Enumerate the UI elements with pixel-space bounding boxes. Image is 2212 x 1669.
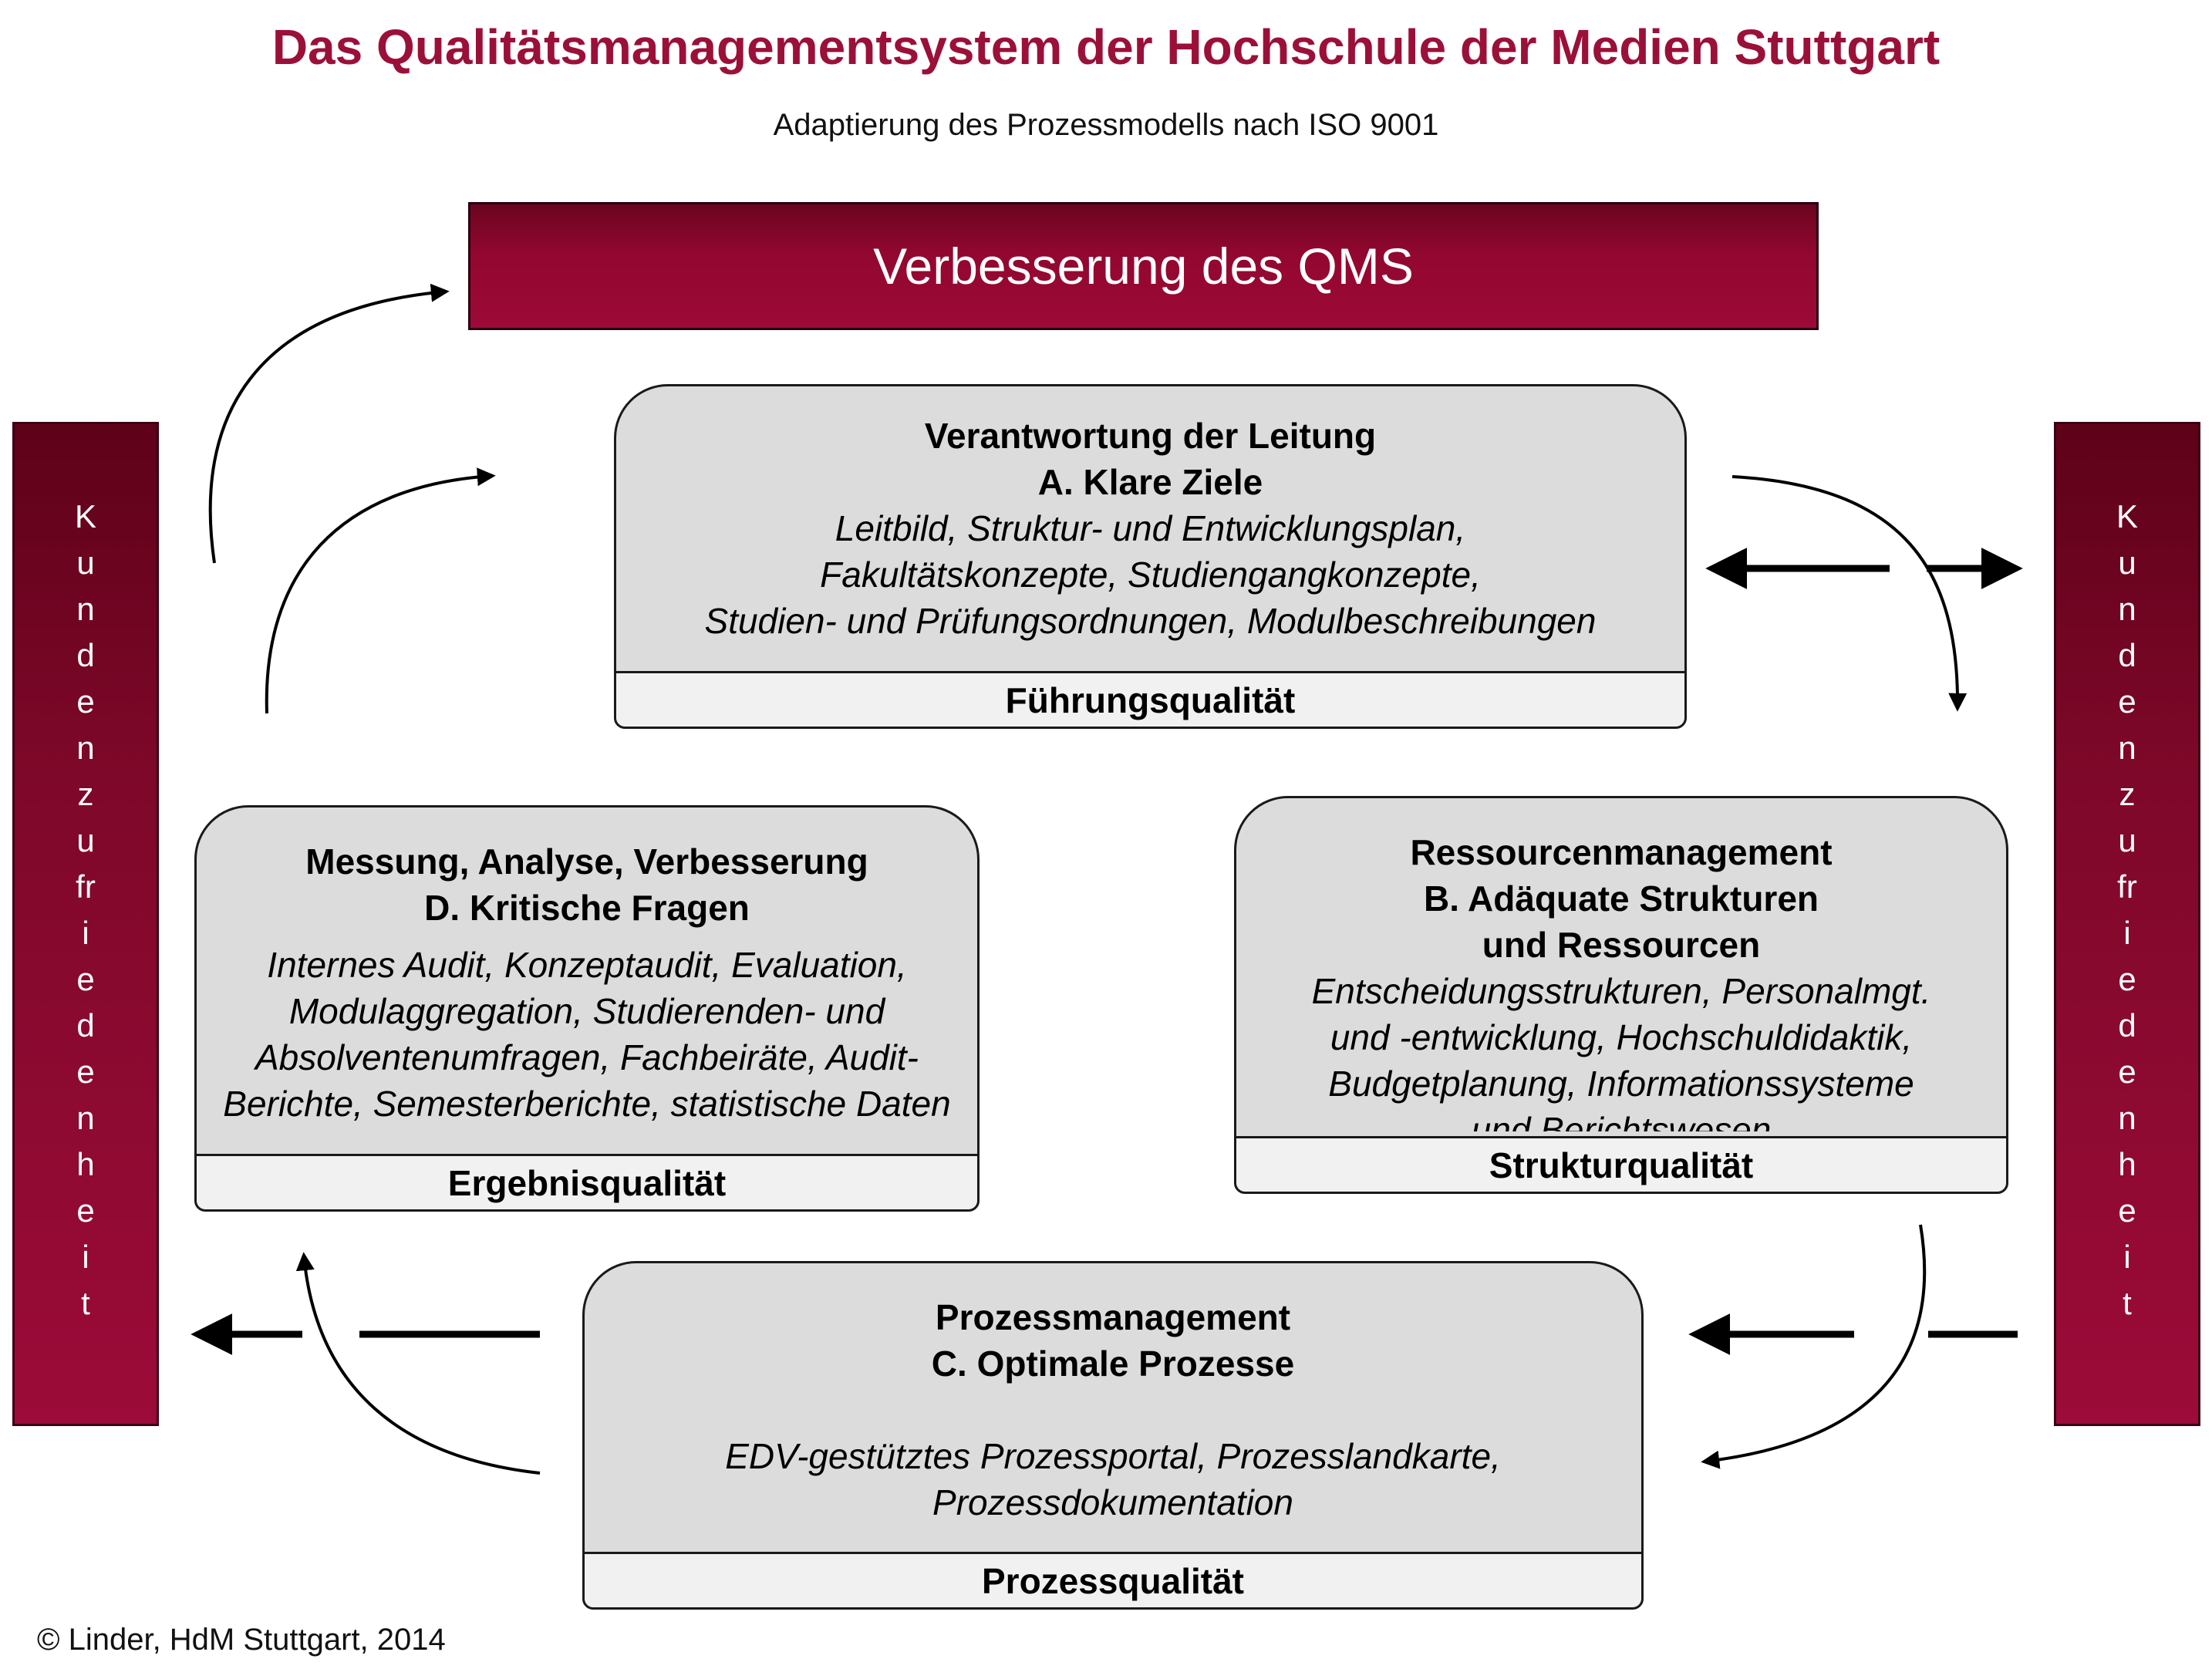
side-letter: z [77,776,94,812]
customer-satisfaction-bar-right: K u n d e n z u fr i e d e n h e i t [2054,422,2200,1426]
side-letter: i [82,915,89,951]
card-heading: Ressourcenmanagement [1410,832,1833,872]
side-letter: u [2118,822,2136,858]
card-subheading: D. Kritische Fragen [424,888,750,928]
side-letter: K [2116,498,2138,534]
card-description-line: EDV-gestütztes Prozessportal, Prozesslan… [725,1436,1501,1476]
card-heading: Verantwortung der Leitung [924,416,1377,456]
card-footer-result-quality: Ergebnisqualität [197,1154,977,1209]
side-letter: e [76,961,95,997]
side-letter: u [76,545,95,581]
card-description-line: und -entwicklung, Hochschuldidaktik, [1330,1017,1913,1057]
card-description-line: Fakultätskonzepte, Studiengangkonzepte, [820,555,1481,595]
side-letter: z [2119,776,2136,812]
card-subheading: und Ressourcen [1482,925,1761,965]
card-measurement-analysis: Messung, Analyse, Verbesserung D. Kritis… [194,805,980,1212]
side-letter: fr [76,868,96,905]
side-letter: t [81,1285,90,1321]
side-letter: e [76,1192,95,1229]
card-resource-management: Ressourcenmanagement B. Adäquate Struktu… [1234,796,2008,1194]
side-letter: e [2118,1054,2136,1090]
copyright-notice: © Linder, HdM Stuttgart, 2014 [37,1623,446,1657]
card-heading: Prozessmanagement [935,1297,1291,1337]
card-subheading: B. Adäquate Strukturen [1423,878,1819,919]
card-subheading: A. Klare Ziele [1037,462,1263,502]
card-footer-structure-quality: Strukturqualität [1236,1136,2006,1192]
side-letter: d [2118,1007,2136,1044]
side-letter: h [76,1146,95,1182]
side-letter: n [76,1100,95,1136]
side-letter: n [2118,591,2136,627]
side-letter: e [2118,961,2136,997]
arrow-c-to-d [295,1252,541,1475]
card-description-line: Studien- und Prüfungsordnungen, Modulbes… [704,601,1597,641]
card-description-line: Leitbild, Struktur- und Entwicklungsplan… [835,508,1466,548]
card-leadership-responsibility: Verantwortung der Leitung A. Klare Ziele… [614,384,1687,729]
side-letter: t [2123,1285,2132,1321]
page-title: Das Qualitätsmanagementsystem der Hochsc… [271,19,1941,75]
card-description-line: Internes Audit, Konzeptaudit, Evaluation… [267,945,907,985]
side-letter: e [2118,683,2136,720]
card-description-line: Entscheidungsstrukturen, Personalmgt. [1311,971,1931,1011]
card-process-management: Prozessmanagement C. Optimale Prozesse E… [582,1261,1644,1610]
side-letter: d [76,1007,95,1044]
card-description-line: und Berichtswesen [1471,1110,1772,1131]
page-subtitle: Adaptierung des Prozessmodells nach ISO … [773,108,1439,142]
side-letter: i [82,1239,89,1275]
card-description-line: Budgetplanung, Informationssysteme [1328,1064,1914,1104]
side-letter: d [76,637,95,673]
card-description-line: Modulaggregation, Studierenden- und [288,991,885,1031]
side-letter: n [76,730,95,766]
arrow-a-to-b [1731,475,1968,712]
card-description-line: Berichte, Semesterberichte, statistische… [223,1084,951,1124]
side-letter: i [2123,915,2131,951]
side-letter: e [2118,1192,2136,1229]
side-letter: h [2118,1146,2136,1182]
side-letter: u [2118,545,2136,581]
side-letter: n [76,591,95,627]
card-footer-process-quality: Prozessqualität [585,1552,1641,1607]
side-letter: K [74,498,96,534]
arrow-d-to-a [265,467,496,714]
side-letter: n [2118,730,2136,766]
card-footer-leadership-quality: Führungsqualität [616,671,1684,727]
side-letter: d [2118,637,2136,673]
side-letter: fr [2117,868,2137,905]
card-heading: Messung, Analyse, Verbesserung [305,841,868,882]
side-letter: e [76,683,95,720]
customer-satisfaction-bar-left: K u n d e n z u fr i e d e n h e i t [12,422,159,1426]
card-description-line: Absolventenumfragen, Fachbeiräte, Audit- [255,1037,919,1077]
card-subheading: C. Optimale Prozesse [931,1344,1295,1384]
qms-improvement-banner: Verbesserung des QMS [468,202,1819,330]
card-description-line: Prozessdokumentation [932,1482,1293,1522]
arrow-b-to-c [1701,1224,1927,1469]
side-letter: n [2118,1100,2136,1136]
side-letter: e [76,1054,95,1090]
arrow-to-qms-banner [208,283,450,564]
side-letter: u [76,822,95,858]
side-letter: i [2123,1239,2131,1275]
qms-improvement-label: Verbesserung des QMS [873,238,1414,295]
